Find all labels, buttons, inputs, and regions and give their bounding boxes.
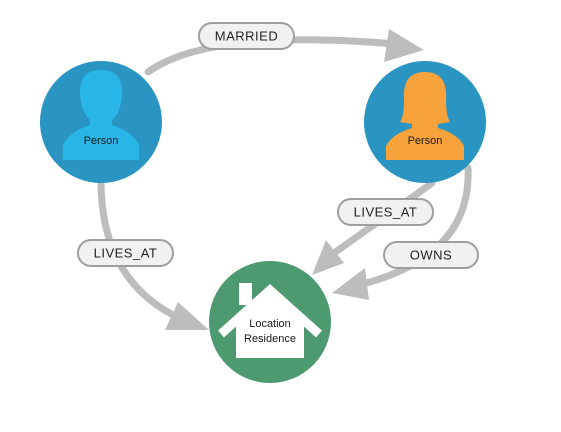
person-silhouette-female-icon [386,72,464,160]
lives-at-left-label: LIVES_AT [94,246,158,261]
house-icon [217,283,323,358]
lives-at-right-arrowhead [312,240,344,275]
person-node-left: Person [40,61,162,183]
location-label-line1: Location [249,318,291,330]
lives-at-left-label-pill: LIVES_AT [77,239,174,267]
person-left-label: Person [84,135,119,147]
lives-at-right-label: LIVES_AT [354,205,418,220]
married-arrowhead [384,29,424,62]
person-silhouette-icon [63,70,139,160]
lives-at-right-label-pill: LIVES_AT [337,198,434,226]
married-label: MARRIED [215,29,278,44]
person-node-right: Person [364,61,486,183]
location-node: Location Residence [209,261,331,383]
owns-arrowhead [332,268,369,300]
edge-owns [332,164,472,300]
owns-label: OWNS [410,248,452,263]
married-label-pill: MARRIED [198,22,295,50]
location-label-line2: Residence [244,333,296,345]
owns-label-pill: OWNS [383,241,479,269]
person-right-label: Person [408,135,443,147]
lives-at-left-arrowhead [165,302,209,330]
